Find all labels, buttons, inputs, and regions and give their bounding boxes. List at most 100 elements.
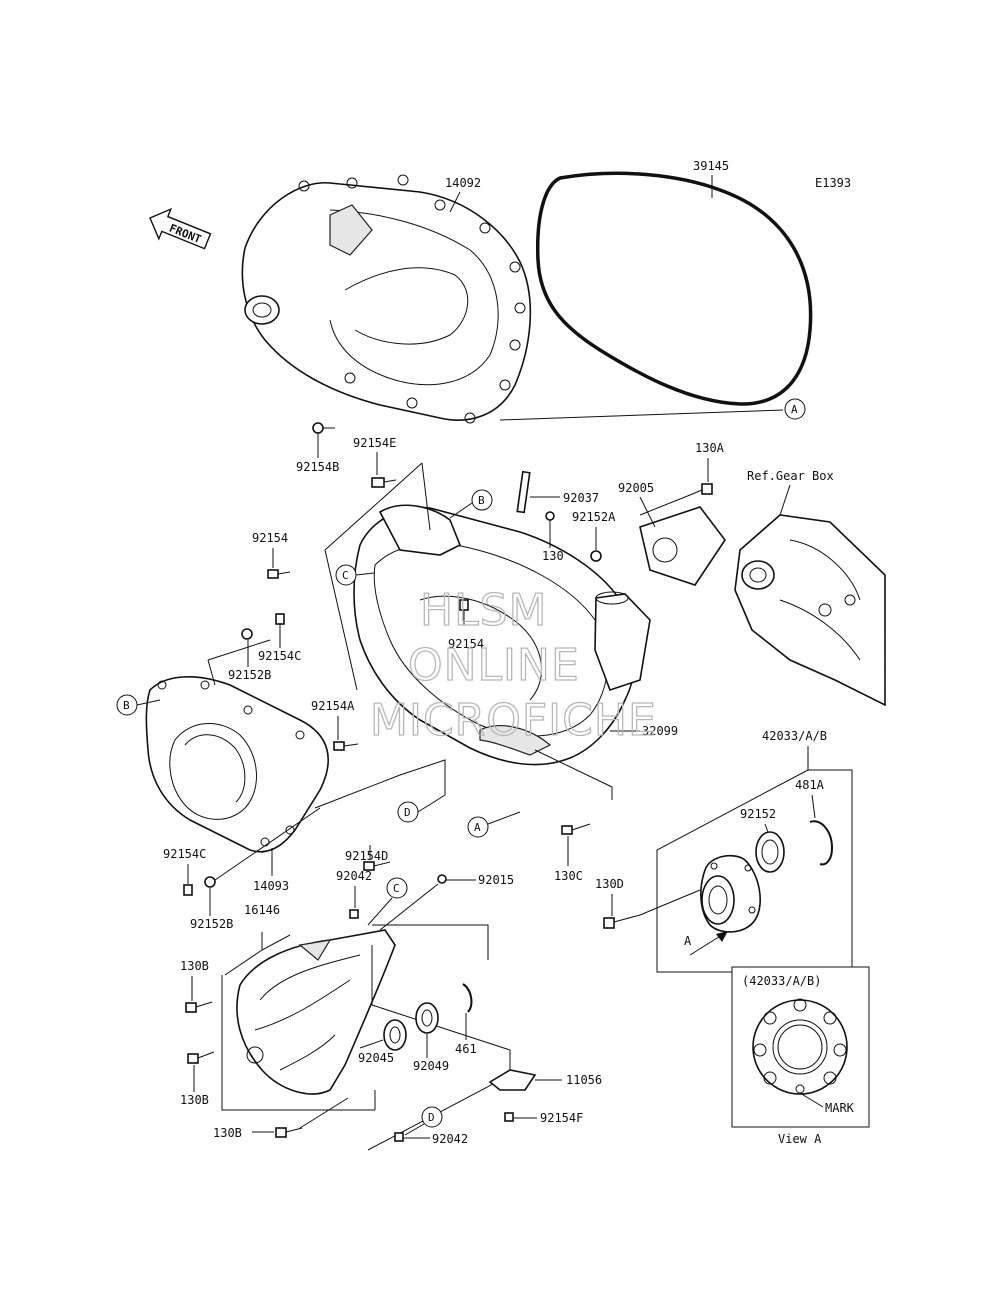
arrow-a-label: A — [684, 934, 692, 948]
bolt-92154F-icon — [504, 1112, 514, 1122]
bolt-92154C-lower-icon — [183, 884, 193, 896]
svg-text:D: D — [404, 806, 411, 819]
label-130: 130 — [542, 549, 564, 563]
bolt-92154D-icon — [363, 861, 391, 871]
watermark: HLSM ONLINE MICROFICHE — [369, 584, 657, 746]
label-92049: 92049 — [413, 1059, 449, 1073]
label-16146: 16146 — [244, 903, 280, 917]
gasket-39145 — [535, 171, 813, 406]
label-92152B-lower: 92152B — [190, 917, 233, 931]
view-box-title: (42033/A/B) — [742, 974, 821, 988]
label-130B-1: 130B — [180, 959, 209, 973]
seal-92152-icon — [755, 831, 785, 873]
label-130A: 130A — [695, 441, 725, 455]
front-arrow-icon: FRONT — [149, 207, 212, 250]
bolt-130A-icon — [689, 483, 713, 496]
circlip-461-icon — [462, 983, 473, 1013]
bolt-130C-icon — [561, 823, 591, 835]
label-481A: 481A — [795, 778, 825, 792]
label-11056: 11056 — [566, 1073, 602, 1087]
pin-92037-icon — [516, 470, 531, 514]
seal-92049-icon — [415, 1002, 439, 1034]
label-32099: 32099 — [642, 724, 678, 738]
svg-text:A: A — [474, 821, 481, 834]
label-92005: 92005 — [618, 481, 654, 495]
bolt-130D-icon — [603, 914, 641, 929]
label-92154-upper: 92154 — [252, 531, 288, 545]
callout-d-lower — [421, 1106, 443, 1128]
view-a-hub-icon — [752, 998, 848, 1095]
bolt-92154-center-icon — [459, 599, 469, 625]
svg-text:MICROFICHE: MICROFICHE — [370, 695, 657, 746]
mark-label: MARK — [825, 1101, 855, 1115]
svg-text:B: B — [123, 699, 130, 712]
hub-42033 — [700, 854, 761, 933]
label-92037: 92037 — [563, 491, 599, 505]
callout-a-middle — [467, 816, 489, 838]
dowel-92042-lower-icon — [394, 1132, 404, 1142]
view-caption: View A — [778, 1132, 822, 1146]
bolt-92154B-icon — [312, 422, 335, 434]
callout-c-lower — [386, 877, 408, 899]
bolt-130-icon — [545, 511, 555, 521]
callout-b-top — [471, 489, 493, 511]
label-92152: 92152 — [740, 807, 776, 821]
label-92154C-upper: 92154C — [258, 649, 301, 663]
svg-text:HLSM: HLSM — [420, 585, 548, 636]
bolt-130B-1-icon — [185, 1001, 213, 1013]
generator-cover-14093 — [145, 676, 329, 853]
diagram-code: E1393 — [815, 176, 851, 190]
label-92154F: 92154F — [540, 1111, 583, 1125]
label-461: 461 — [455, 1042, 477, 1056]
label-92042-lower: 92042 — [432, 1132, 468, 1146]
label-130B-2: 130B — [180, 1093, 209, 1107]
label-42033AB: 42033/A/B — [762, 729, 827, 743]
svg-text:A: A — [791, 403, 798, 416]
label-92042-upper: 92042 — [336, 869, 372, 883]
bolt-92154-upper-icon — [267, 569, 291, 579]
plug-92015-icon — [437, 874, 447, 884]
bolt-92154C-upper-icon — [275, 613, 285, 636]
seal-92045-icon — [383, 1019, 407, 1051]
bolt-130B-2-icon — [187, 1051, 215, 1064]
washer-92152B-upper-icon — [241, 628, 253, 640]
gear-box-ref — [734, 514, 886, 707]
label-92154C-lower: 92154C — [163, 847, 206, 861]
label-92045: 92045 — [358, 1051, 394, 1065]
label-92154B: 92154B — [296, 460, 339, 474]
svg-text:D: D — [428, 1111, 435, 1124]
label-14092: 14092 — [445, 176, 481, 190]
fitting-92005 — [639, 506, 726, 586]
bracket-11056-icon — [488, 1069, 537, 1091]
ref-gear-box-label: Ref.Gear Box — [747, 469, 834, 483]
clutch-cover-14092 — [241, 174, 532, 424]
svg-text:ONLINE: ONLINE — [408, 640, 580, 691]
washer-92152A-icon — [590, 550, 602, 562]
washer-92152B-lower-icon — [204, 876, 216, 888]
label-92152B-upper: 92152B — [228, 668, 271, 682]
label-14093: 14093 — [253, 879, 289, 893]
label-92015: 92015 — [478, 873, 514, 887]
crankcase-32099 — [353, 504, 651, 766]
cover-16146 — [236, 929, 396, 1095]
label-92154-center: 92154 — [448, 637, 484, 651]
label-130C: 130C — [554, 869, 583, 883]
label-39145: 39145 — [693, 159, 729, 173]
bolt-92154A-icon — [333, 741, 359, 751]
svg-text:C: C — [393, 882, 400, 895]
bolt-130B-3-icon — [275, 1127, 303, 1138]
circlip-481A-icon — [809, 820, 834, 866]
view-arrow-icon — [689, 931, 728, 956]
svg-text:C: C — [342, 569, 349, 582]
label-92154A: 92154A — [311, 699, 355, 713]
bolt-92154E-icon — [371, 477, 397, 488]
label-92154D: 92154D — [345, 849, 388, 863]
label-130B-3: 130B — [213, 1126, 242, 1140]
label-92154E: 92154E — [353, 436, 396, 450]
label-130D: 130D — [595, 877, 624, 891]
svg-text:B: B — [478, 494, 485, 507]
callout-a-top — [784, 398, 806, 420]
label-92152A: 92152A — [572, 510, 616, 524]
